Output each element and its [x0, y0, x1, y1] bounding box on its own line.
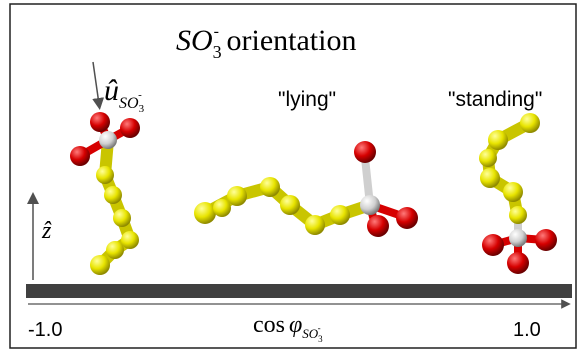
- standing-label: "standing": [448, 88, 542, 111]
- oxygen-atom: [70, 146, 90, 166]
- sulfur-atom: [260, 177, 280, 197]
- oxygen-atom: [507, 252, 529, 274]
- axis-phi-sub-sup: -: [318, 323, 321, 333]
- sulfur-center-atom: [509, 229, 527, 247]
- sulfur-atom: [305, 215, 325, 235]
- u-sub: SO: [119, 95, 139, 112]
- molecule-head-up: [70, 112, 140, 275]
- axis-phi-sub-sub: 3: [318, 334, 323, 344]
- sulfur-atom: [96, 166, 114, 184]
- sulfur-atom: [509, 206, 527, 224]
- sulfur-atom: [488, 130, 508, 150]
- sulfur-atom: [213, 199, 231, 217]
- u-arrow: [92, 61, 105, 110]
- oxygen-atom: [535, 229, 557, 251]
- title: SO3 - orientation: [176, 23, 356, 62]
- title-so: SO: [176, 24, 213, 57]
- sulfur-center-atom: [360, 195, 380, 215]
- oxygen-atom: [482, 234, 504, 256]
- oxygen-atom: [396, 207, 418, 229]
- surface-bar: [26, 284, 572, 298]
- sulfur-atom: [194, 202, 216, 224]
- sulfur-center-atom: [99, 131, 117, 149]
- axis-func: cos: [253, 312, 285, 338]
- sulfur-atom: [503, 182, 523, 202]
- sulfur-atom: [104, 186, 122, 204]
- molecule-lying: [194, 141, 418, 237]
- title-sup: -: [214, 23, 219, 40]
- oxygen-atom: [90, 112, 110, 132]
- oxygen-atom: [354, 141, 376, 163]
- axis-right-value: 1.0: [513, 319, 541, 341]
- sulfur-atom: [227, 186, 247, 206]
- title-rest: orientation: [219, 24, 356, 57]
- axis-phi-sub: SO: [302, 326, 319, 341]
- title-sub: 3: [213, 42, 222, 62]
- u-symbol: û: [104, 74, 119, 107]
- z-label: ẑ: [41, 218, 52, 244]
- sulfur-atom: [113, 209, 131, 227]
- sulfur-atom: [121, 231, 139, 249]
- u-sub-sup: -: [138, 89, 142, 101]
- axis-left-value: -1.0: [28, 319, 62, 341]
- molecule-standing: [479, 113, 557, 274]
- sulfur-atom: [280, 195, 300, 215]
- sulfur-atom: [90, 255, 110, 275]
- sulfur-atom: [479, 149, 497, 167]
- u-label: ûSO3 -: [104, 74, 145, 115]
- axis-phi: φ: [289, 312, 302, 338]
- sulfur-atom: [480, 168, 500, 188]
- sulfur-atom: [106, 241, 124, 259]
- oxygen-atom: [367, 215, 389, 237]
- sulfur-atom: [520, 113, 540, 133]
- lying-label: "lying": [278, 88, 336, 111]
- oxygen-atom: [120, 118, 140, 138]
- u-sub-sub: 3: [139, 103, 145, 115]
- figure-frame: [9, 3, 577, 349]
- sulfur-atom: [330, 205, 350, 225]
